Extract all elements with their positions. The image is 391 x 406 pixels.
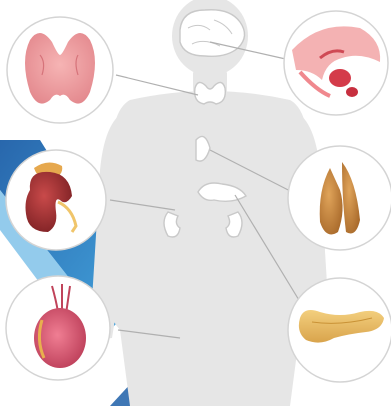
callout-kidney — [6, 150, 106, 250]
callout-pituitary — [284, 11, 388, 115]
torso — [105, 91, 316, 406]
callout-thyroid — [7, 17, 113, 123]
connector-thyroid — [116, 75, 198, 95]
testis-icon — [34, 308, 86, 368]
callout-adrenal — [288, 146, 391, 250]
kidney-small-right-icon — [226, 212, 242, 237]
callout-testis — [6, 276, 110, 380]
kidney-small-left-icon — [164, 212, 180, 237]
callout-pancreas — [288, 278, 391, 382]
brain-icon — [180, 10, 245, 57]
